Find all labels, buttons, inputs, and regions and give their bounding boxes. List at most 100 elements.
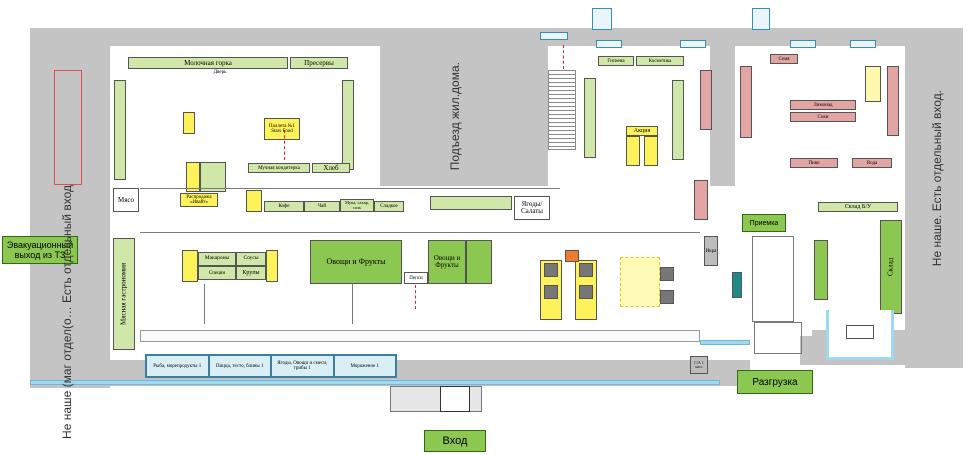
coffee-shelf: Кофе bbox=[264, 201, 304, 212]
warehouse-bu-label: Склад Б/У bbox=[818, 202, 898, 212]
warehouse-shelf-right: Склад bbox=[880, 220, 902, 314]
pallet-starsfood: Паллета №1 Stars Food bbox=[264, 118, 300, 140]
reception-room bbox=[712, 186, 812, 336]
small-yellow-3 bbox=[246, 190, 262, 212]
meat-gastronomy-shelf: Мясная гастрономия bbox=[113, 238, 135, 350]
stairs bbox=[548, 70, 576, 150]
counter-icecream: Мороженое 1 bbox=[333, 355, 396, 377]
pink-column-2 bbox=[694, 180, 708, 220]
not-ours-left-label: Не наше (маг отдел(о… Есть отдельный вхо… bbox=[60, 185, 74, 439]
hygiene-shelf: Гигиена bbox=[598, 56, 634, 66]
distribution-shelf: Распродажа «Ивайт» bbox=[180, 193, 218, 207]
cash-stand: С/А 1 касс bbox=[690, 356, 708, 374]
aisle-line-h2 bbox=[140, 232, 700, 233]
top-door-4 bbox=[596, 40, 622, 48]
outer-wall-left bbox=[30, 28, 110, 388]
top-door-5 bbox=[680, 40, 706, 48]
water-shelf: Вода bbox=[852, 158, 892, 168]
aisle-line-v1 bbox=[352, 284, 353, 324]
ikra-shelf: Икра bbox=[704, 236, 718, 266]
flour-shelf: Мука, сахар, соль bbox=[340, 199, 374, 212]
checkout-orange bbox=[565, 250, 579, 262]
entrance-label: Вход bbox=[424, 430, 486, 452]
small-yellow-1 bbox=[183, 112, 195, 134]
left-hall-room bbox=[110, 46, 380, 186]
residential-entrance-label: Подъезд жил.дома. bbox=[448, 62, 462, 171]
reception-label: Приемка bbox=[742, 214, 786, 232]
top-door-1 bbox=[592, 8, 612, 30]
action-shelf: Акция bbox=[626, 126, 658, 136]
counters-row: Рыба, морепродукты 1 Пицца, тесто, блины… bbox=[145, 354, 397, 378]
spices-shelf: Специи bbox=[198, 266, 236, 280]
dim-line-2 bbox=[284, 130, 285, 160]
left-wall-shelf bbox=[114, 80, 126, 180]
yellow-end-cap-1 bbox=[182, 250, 198, 282]
pasta-shelf: Макароны bbox=[198, 252, 236, 266]
reception-ramp bbox=[752, 236, 794, 322]
aisle-line-v2 bbox=[204, 284, 205, 324]
small-yellow-2 bbox=[186, 162, 200, 192]
pink-column-1 bbox=[700, 70, 712, 130]
top-door-2 bbox=[752, 8, 770, 30]
cosmetics-shelf: Косметика bbox=[636, 56, 684, 66]
aisle-line-h1 bbox=[140, 188, 560, 189]
lemonade-shelf: Лимонад bbox=[790, 100, 856, 110]
evac-exit-label: Эвакуационный выход из ТЗ bbox=[2, 236, 78, 264]
meat-shelf: Мясо bbox=[113, 188, 139, 212]
bay-window-inner bbox=[846, 325, 874, 339]
right-shelf-left bbox=[740, 66, 752, 138]
glass-facade bbox=[30, 380, 720, 385]
cold-case: Мучная кондитерка bbox=[248, 163, 310, 173]
center-shelf-right bbox=[672, 80, 684, 160]
checkout-zone bbox=[530, 245, 690, 325]
not-ours-right-label: Не наше. Есть отдельный вход. bbox=[930, 90, 944, 267]
small-green-1 bbox=[200, 162, 226, 192]
counter-pizza: Пицца, тесто, блины 1 bbox=[208, 355, 271, 377]
seeds-shelf: Семя bbox=[770, 54, 798, 64]
dim-line-1 bbox=[415, 285, 416, 309]
right-wall-shelf bbox=[342, 80, 354, 170]
vegetables-fruits-island-2: Овощи и Фрукты bbox=[428, 240, 466, 284]
yellow-zone bbox=[620, 257, 660, 307]
beer-shelf: Пиво bbox=[790, 158, 838, 168]
right-shelf-right bbox=[887, 66, 899, 136]
preserves-shelf: Пресервы bbox=[290, 57, 348, 69]
center-shelf-left bbox=[584, 78, 596, 158]
red-outline bbox=[54, 70, 82, 185]
tea-shelf: Чай bbox=[304, 201, 340, 212]
checkout-2-inner bbox=[544, 285, 558, 299]
cereals-shelf: Крупы bbox=[236, 266, 266, 280]
dim-line-3 bbox=[563, 45, 564, 69]
counter-fish: Рыба, морепродукты 1 bbox=[146, 355, 209, 377]
right-yellow-1 bbox=[865, 66, 881, 102]
center-right-divider bbox=[710, 46, 735, 186]
top-door-3 bbox=[540, 32, 568, 40]
checkout-1-inner bbox=[544, 263, 558, 277]
warehouse-shelf-left bbox=[814, 240, 828, 300]
juices-shelf: Соки bbox=[790, 112, 856, 122]
bread-shelf: Хлеб bbox=[312, 163, 350, 173]
dairy-door: Дверь bbox=[200, 69, 240, 75]
vegetables-fruits-island: Овощи и Фрукты bbox=[310, 240, 402, 284]
checkout-4-inner bbox=[579, 285, 593, 299]
teal-block bbox=[732, 272, 742, 298]
checkout-5-inner bbox=[660, 290, 674, 304]
action-tall bbox=[644, 136, 658, 166]
outer-wall-right bbox=[905, 28, 963, 368]
sweets-shelf: Сладкое bbox=[374, 201, 404, 212]
dairy-shelf: Молочная горка bbox=[128, 57, 288, 69]
top-door-7 bbox=[850, 40, 876, 48]
reception-ramp-2 bbox=[754, 322, 802, 354]
top-door-6 bbox=[790, 40, 816, 48]
green-island-3 bbox=[466, 240, 492, 284]
entrance-door bbox=[440, 386, 470, 412]
pepsi-fridge: Пепси bbox=[404, 272, 428, 284]
outer-wall-top bbox=[30, 28, 960, 46]
unloading-label: Разгрузка bbox=[737, 370, 813, 394]
berries-shelf: Ягоды/ Салаты bbox=[514, 196, 550, 220]
checkout-3-inner bbox=[579, 263, 593, 277]
glass-facade-right bbox=[700, 340, 750, 345]
action-tall-2 bbox=[626, 136, 640, 166]
top-aisle-shelf-2 bbox=[430, 196, 512, 210]
counter-berries: Ягоды, Овощи и смеси, грибы 1 bbox=[271, 355, 334, 377]
